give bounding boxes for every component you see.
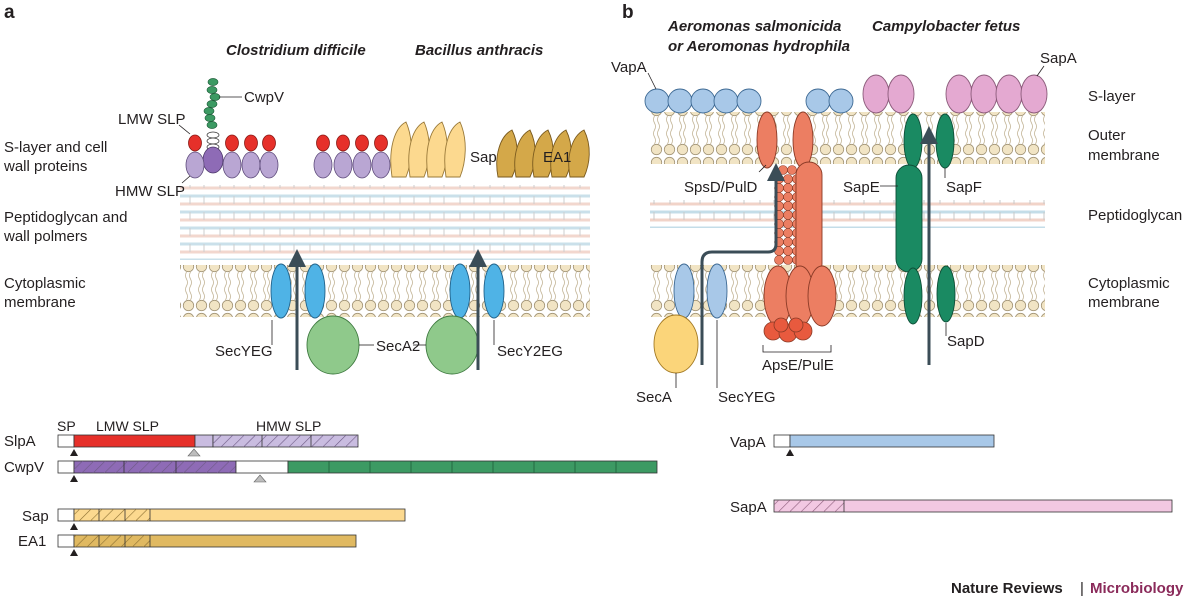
secy2eg-channel-cdiff — [304, 263, 326, 319]
species-c-fetus: Campylobacter fetus — [872, 18, 1020, 35]
secy2eg-channel-banth — [449, 263, 471, 319]
label-sap: Sap — [470, 149, 497, 166]
layer-label-slayer-1: S-layer and cell — [4, 139, 107, 156]
layer-label-pg-1: Peptidoglycan and — [4, 209, 127, 226]
peptidoglycan-layer-a — [180, 185, 590, 260]
peptidoglycan-layer-b — [650, 200, 1045, 228]
credit-journal: Nature Reviews — [951, 580, 1063, 597]
seca2-left — [306, 315, 360, 375]
label-cwpv: CwpV — [244, 89, 284, 106]
label-sapa: SapA — [1040, 50, 1077, 67]
layer-label-b-pg: Peptidoglycan — [1088, 207, 1182, 224]
cytoplasmic-membrane-a — [180, 265, 590, 317]
label-apse-pule: ApsE/PulE — [762, 357, 834, 374]
layer-label-cm-2: membrane — [4, 294, 76, 311]
ea1-domain-map — [57, 534, 357, 556]
domain-row-label-cwpv: CwpV — [4, 459, 44, 476]
label-sapd: SapD — [947, 333, 985, 350]
label-secyeg-a: SecYEG — [215, 343, 273, 360]
secy2eg-channel-a — [483, 263, 505, 319]
label-secyeg-b: SecYEG — [718, 389, 776, 406]
label-hmw-slp: HMW SLP — [115, 183, 185, 200]
domain-row-label-sap: Sap — [22, 508, 49, 525]
layer-label-pg-2: wall polmers — [3, 228, 87, 245]
sapa-slayer — [862, 74, 1048, 114]
sap-domain-map — [57, 508, 406, 530]
species-b-anthracis: Bacillus anthracis — [415, 42, 543, 59]
outer-membrane-b — [650, 112, 1045, 164]
panel-label-b: b — [622, 2, 634, 23]
species-c-difficile: Clostridium difficile — [226, 42, 366, 59]
species-aeromonas-2: or Aeromonas hydrophila — [668, 38, 850, 55]
cwpv-domain-map — [57, 460, 658, 483]
secyeg-channel-b-2 — [706, 263, 728, 319]
secyeg-channel-b-1 — [673, 263, 695, 319]
domain-row-label-ea1: EA1 — [18, 533, 46, 550]
label-spsd-puld: SpsD/PulD — [684, 179, 758, 196]
secyeg-channel-a — [270, 263, 292, 319]
label-secy2eg: SecY2EG — [497, 343, 563, 360]
label-ea1: EA1 — [543, 149, 571, 166]
vapa-slayer — [644, 88, 854, 114]
panel-label-a: a — [4, 2, 15, 23]
label-seca2: SecA2 — [376, 338, 420, 355]
label-vapa: VapA — [611, 59, 647, 76]
layer-label-b-slayer: S-layer — [1088, 88, 1136, 105]
species-aeromonas-1: Aeromonas salmonicida — [667, 18, 841, 35]
domain-label-hmw: HMW SLP — [256, 418, 321, 434]
sapf-protein — [935, 113, 955, 169]
sape-outer-domain — [903, 113, 923, 169]
secretion-arrow-b1 — [700, 163, 785, 365]
apse-pule-atpase — [763, 265, 837, 343]
sap-protein — [390, 121, 466, 178]
layer-label-b-cm-2: membrane — [1088, 294, 1160, 311]
slpa-cluster-right — [313, 134, 391, 179]
domain-row-label-vapa: VapA — [730, 434, 766, 451]
slpa-cluster-left — [185, 134, 279, 179]
slpa-domain-map — [57, 434, 359, 457]
seca-protein — [653, 314, 699, 374]
layer-label-slayer-2: wall proteins — [3, 158, 87, 175]
label-sape: SapE — [843, 179, 880, 196]
seca2-right — [425, 315, 479, 375]
layer-label-cm-1: Cytoplasmic — [4, 275, 86, 292]
cwpv-protein — [202, 78, 224, 174]
ea1-protein — [496, 129, 590, 178]
sape-protein — [895, 164, 923, 273]
domain-row-label-sapa: SapA — [730, 499, 767, 516]
layer-label-b-om-1: Outer — [1088, 127, 1126, 144]
label-lmw-slp: LMW SLP — [118, 111, 186, 128]
vapa-domain-map — [773, 434, 995, 456]
sape-inner-domain — [903, 267, 923, 325]
sapa-domain-map — [773, 499, 1173, 513]
inner-membrane-platform — [795, 161, 823, 278]
label-seca: SecA — [636, 389, 672, 406]
domain-label-sp: SP — [57, 418, 76, 434]
layer-label-b-cm-1: Cytoplasmic — [1088, 275, 1170, 292]
sapd-protein — [936, 265, 956, 323]
label-sapf: SapF — [946, 179, 982, 196]
credit-separator: | — [1080, 580, 1084, 597]
layer-label-b-om-2: membrane — [1088, 147, 1160, 164]
credit-section: Microbiology — [1090, 580, 1184, 597]
domain-label-lmw: LMW SLP — [96, 418, 159, 434]
domain-row-label-slpa: SlpA — [4, 433, 36, 450]
